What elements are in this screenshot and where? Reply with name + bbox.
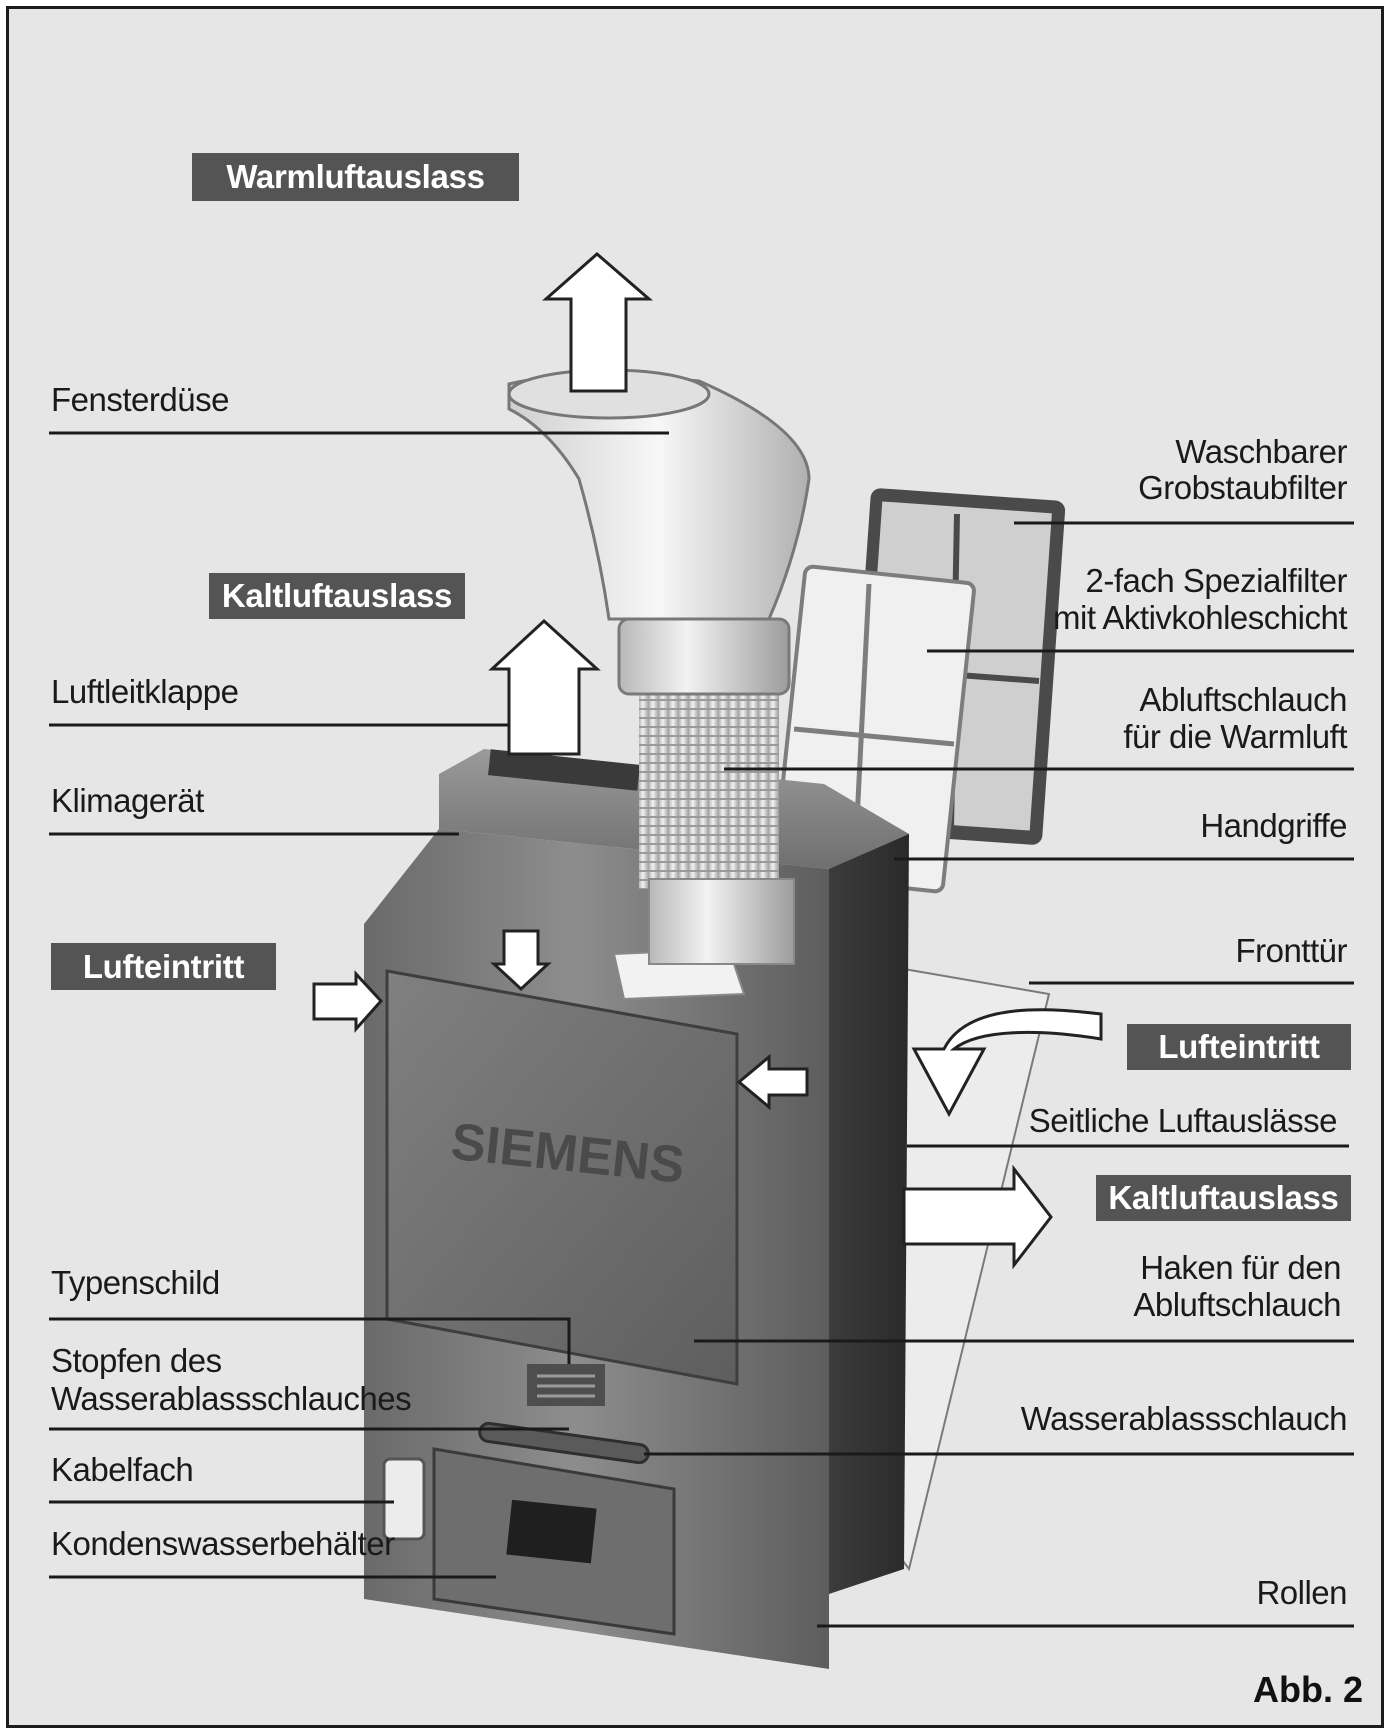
unit-side-panel <box>829 794 909 1594</box>
warm-air-arrow <box>542 252 654 393</box>
cold-air-arrow-right <box>902 1164 1053 1270</box>
air-inlet-arrow-top <box>490 929 552 992</box>
tag-warmluftauslass: Warmluftauslass <box>192 153 519 201</box>
arrows <box>312 252 1103 1270</box>
tag-kaltluftauslass-top: Kaltluftauslass <box>209 573 465 619</box>
label-spezialfilter-line1: 2-fach Spezialfilter <box>1085 562 1348 599</box>
label-rollen: Rollen <box>1256 1574 1347 1611</box>
label-waschbarer-line1: Waschbarer <box>1175 433 1347 470</box>
diagram-frame: SIEMENS <box>6 6 1384 1728</box>
label-abluftschlauch-line2: für die Warmluft <box>1123 718 1347 755</box>
label-luftleitklappe: Luftleitklappe <box>51 673 239 710</box>
label-fensterduese: Fensterdüse <box>51 381 229 418</box>
air-inlet-arrow-left <box>312 970 384 1033</box>
label-stopfen-line1: Stopfen des <box>51 1342 222 1379</box>
label-haken-line2: Abluftschlauch <box>1133 1286 1341 1323</box>
label-fronttuer: Fronttür <box>1235 932 1347 969</box>
label-seitliche-luftauslaesse: Seitliche Luftauslässe <box>1028 1102 1338 1139</box>
label-typenschild: Typenschild <box>51 1264 220 1301</box>
tag-lufteintritt-right: Lufteintritt <box>1127 1024 1351 1070</box>
label-klimageraet: Klimagerät <box>51 782 204 819</box>
label-abluftschlauch-line1: Abluftschlauch <box>1139 681 1347 718</box>
tag-lufteintritt-left: Lufteintritt <box>51 943 276 990</box>
label-haken-line1: Haken für den <box>1140 1249 1341 1286</box>
label-kabelfach: Kabelfach <box>51 1451 194 1488</box>
figure-number: Abb. 2 <box>1252 1669 1363 1710</box>
cold-air-arrow-top <box>488 618 601 756</box>
appliance-illustration: SIEMENS <box>49 252 1354 1669</box>
tag-kaltluftauslass-right: Kaltluftauslass <box>1096 1175 1351 1221</box>
label-wasserablassschlauch: Wasserablassschlauch <box>1020 1400 1348 1437</box>
leader-lines <box>49 431 1354 1628</box>
air-inlet-arrow-right <box>911 1008 1103 1118</box>
exhaust-hose <box>639 689 779 889</box>
cable-compartment <box>382 1457 426 1541</box>
label-stopfen-line2: Wasserablassschlauches <box>51 1380 412 1417</box>
label-handgriffe: Handgriffe <box>1200 807 1347 844</box>
front-panel <box>385 969 739 1386</box>
label-waschbarer-line2: Grobstaubfilter <box>1138 469 1347 506</box>
air-inlet-arrow-side <box>736 1053 809 1111</box>
label-spezialfilter-line2: mit Aktivkohleschicht <box>1053 599 1347 636</box>
label-kondenswasserbehaelter: Kondenswasserbehälter <box>51 1525 395 1562</box>
